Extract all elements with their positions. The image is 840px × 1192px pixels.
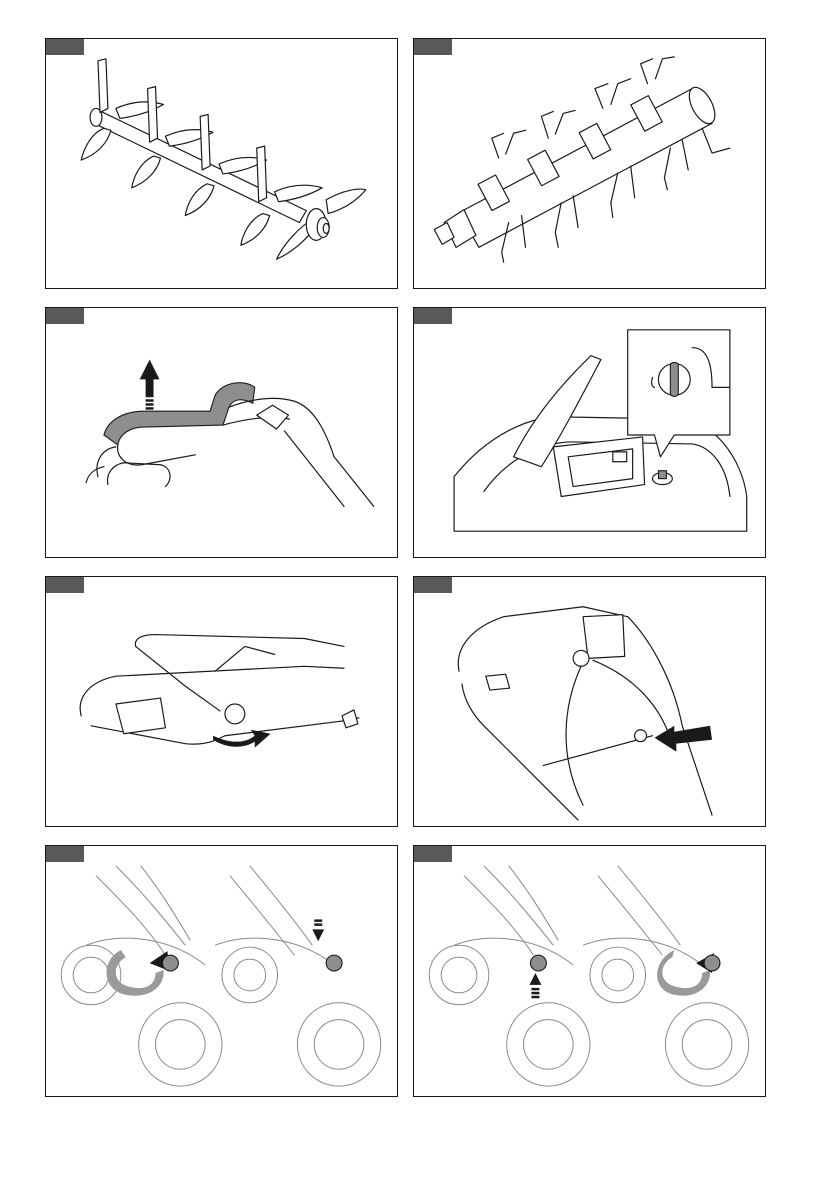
figure-panel-5 — [45, 576, 398, 827]
figure-panel-7 — [45, 845, 398, 1097]
safety-key-icon — [414, 308, 765, 557]
figure-panel-1 — [45, 38, 398, 289]
handle-fold-icon — [46, 577, 397, 826]
figure-panel-2 — [413, 38, 766, 289]
aerator-cylinder-icon — [414, 39, 765, 288]
handle-lift-icon — [46, 308, 397, 557]
figure-panel-4 — [413, 307, 766, 558]
cable-relief-icon — [414, 577, 765, 826]
scarifier-cylinder-icon — [46, 39, 397, 288]
height-knob-tighten-icon — [414, 846, 765, 1096]
figure-panel-6 — [413, 576, 766, 827]
figure-panel-3 — [45, 307, 398, 558]
figure-panel-8 — [413, 845, 766, 1097]
height-knob-loosen-icon — [46, 846, 397, 1096]
